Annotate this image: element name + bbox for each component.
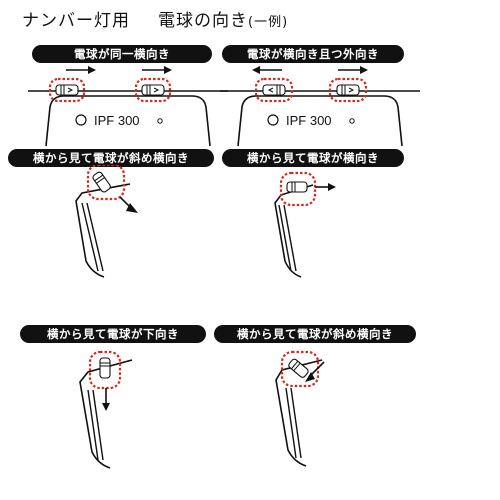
plate-edge (81, 202, 99, 272)
bumper-profile (79, 359, 133, 469)
title-sub: 電球の向き (158, 11, 248, 31)
title-note: (一例) (248, 15, 289, 30)
arrowhead (360, 66, 368, 74)
bulb-highlight (280, 350, 320, 388)
plate-edge (285, 387, 297, 459)
plate-bolt-right (157, 118, 163, 124)
bulb-highlight-left (254, 77, 294, 103)
arrowhead (88, 66, 96, 74)
panel-2-label: 電球が横向き且つ外向き (222, 45, 404, 63)
plate-edge (87, 389, 99, 461)
bulb-icon (288, 358, 309, 378)
panel-5-label: 横から見て電球が下向き (20, 325, 206, 343)
plate-edge (86, 202, 104, 272)
plate-edge (290, 387, 302, 459)
bulb-highlight-left (48, 77, 86, 103)
arrowhead (252, 66, 260, 74)
panel-4-label: 横から見て電球が横向き (222, 149, 404, 167)
plate-bolt-left (267, 114, 279, 126)
plate-text: IPF 300 (94, 113, 140, 128)
plate-bolt-left (75, 114, 87, 126)
plate-bolt-right (349, 118, 355, 124)
arrowhead (102, 403, 110, 411)
arrowhead (126, 203, 138, 213)
bulb-icon (92, 171, 111, 193)
panel-3-label: 横から見て電球が斜め横向き (8, 149, 214, 167)
bulb-icon (99, 357, 111, 379)
panel-4-diagram (274, 171, 336, 278)
bulb-icon (55, 84, 79, 96)
bulb-icon (286, 181, 308, 193)
panel-6-diagram (275, 350, 325, 467)
license-plate-frame (45, 95, 211, 147)
bumper-profile (274, 184, 314, 278)
plate-edge (283, 204, 297, 272)
plate-edge (278, 204, 292, 272)
bumper-profile (75, 183, 131, 278)
panel-3-diagram (75, 165, 138, 278)
bulb-icon (336, 84, 360, 96)
panel-6-label: 横から見て電球が斜め横向き (214, 325, 416, 343)
panel-1-diagram: IPF 300 (28, 66, 228, 147)
license-plate-frame (237, 95, 403, 147)
panel-1-label: 電球が同一横向き (32, 45, 212, 63)
plate-edge (92, 389, 104, 461)
bulb-icon (141, 84, 165, 96)
direction-arrow (309, 361, 325, 377)
bumper-profile (275, 359, 323, 467)
bulb-icon (262, 84, 286, 96)
plate-text: IPF 300 (286, 113, 332, 128)
bulb-highlight-right (328, 77, 368, 103)
panel-5-diagram (79, 350, 133, 469)
page-title: ナンバー灯用 電球の向き(一例) (22, 6, 288, 31)
bulb-highlight (279, 171, 317, 207)
arrowhead (328, 183, 336, 191)
bulb-highlight (88, 350, 122, 390)
panel-2-diagram: IPF 300 (220, 66, 420, 147)
arrowhead (164, 66, 172, 74)
title-main: ナンバー灯用 (22, 11, 130, 31)
arrowhead (305, 372, 315, 382)
bulb-highlight-right (134, 77, 172, 103)
bulb-highlight (86, 165, 126, 201)
